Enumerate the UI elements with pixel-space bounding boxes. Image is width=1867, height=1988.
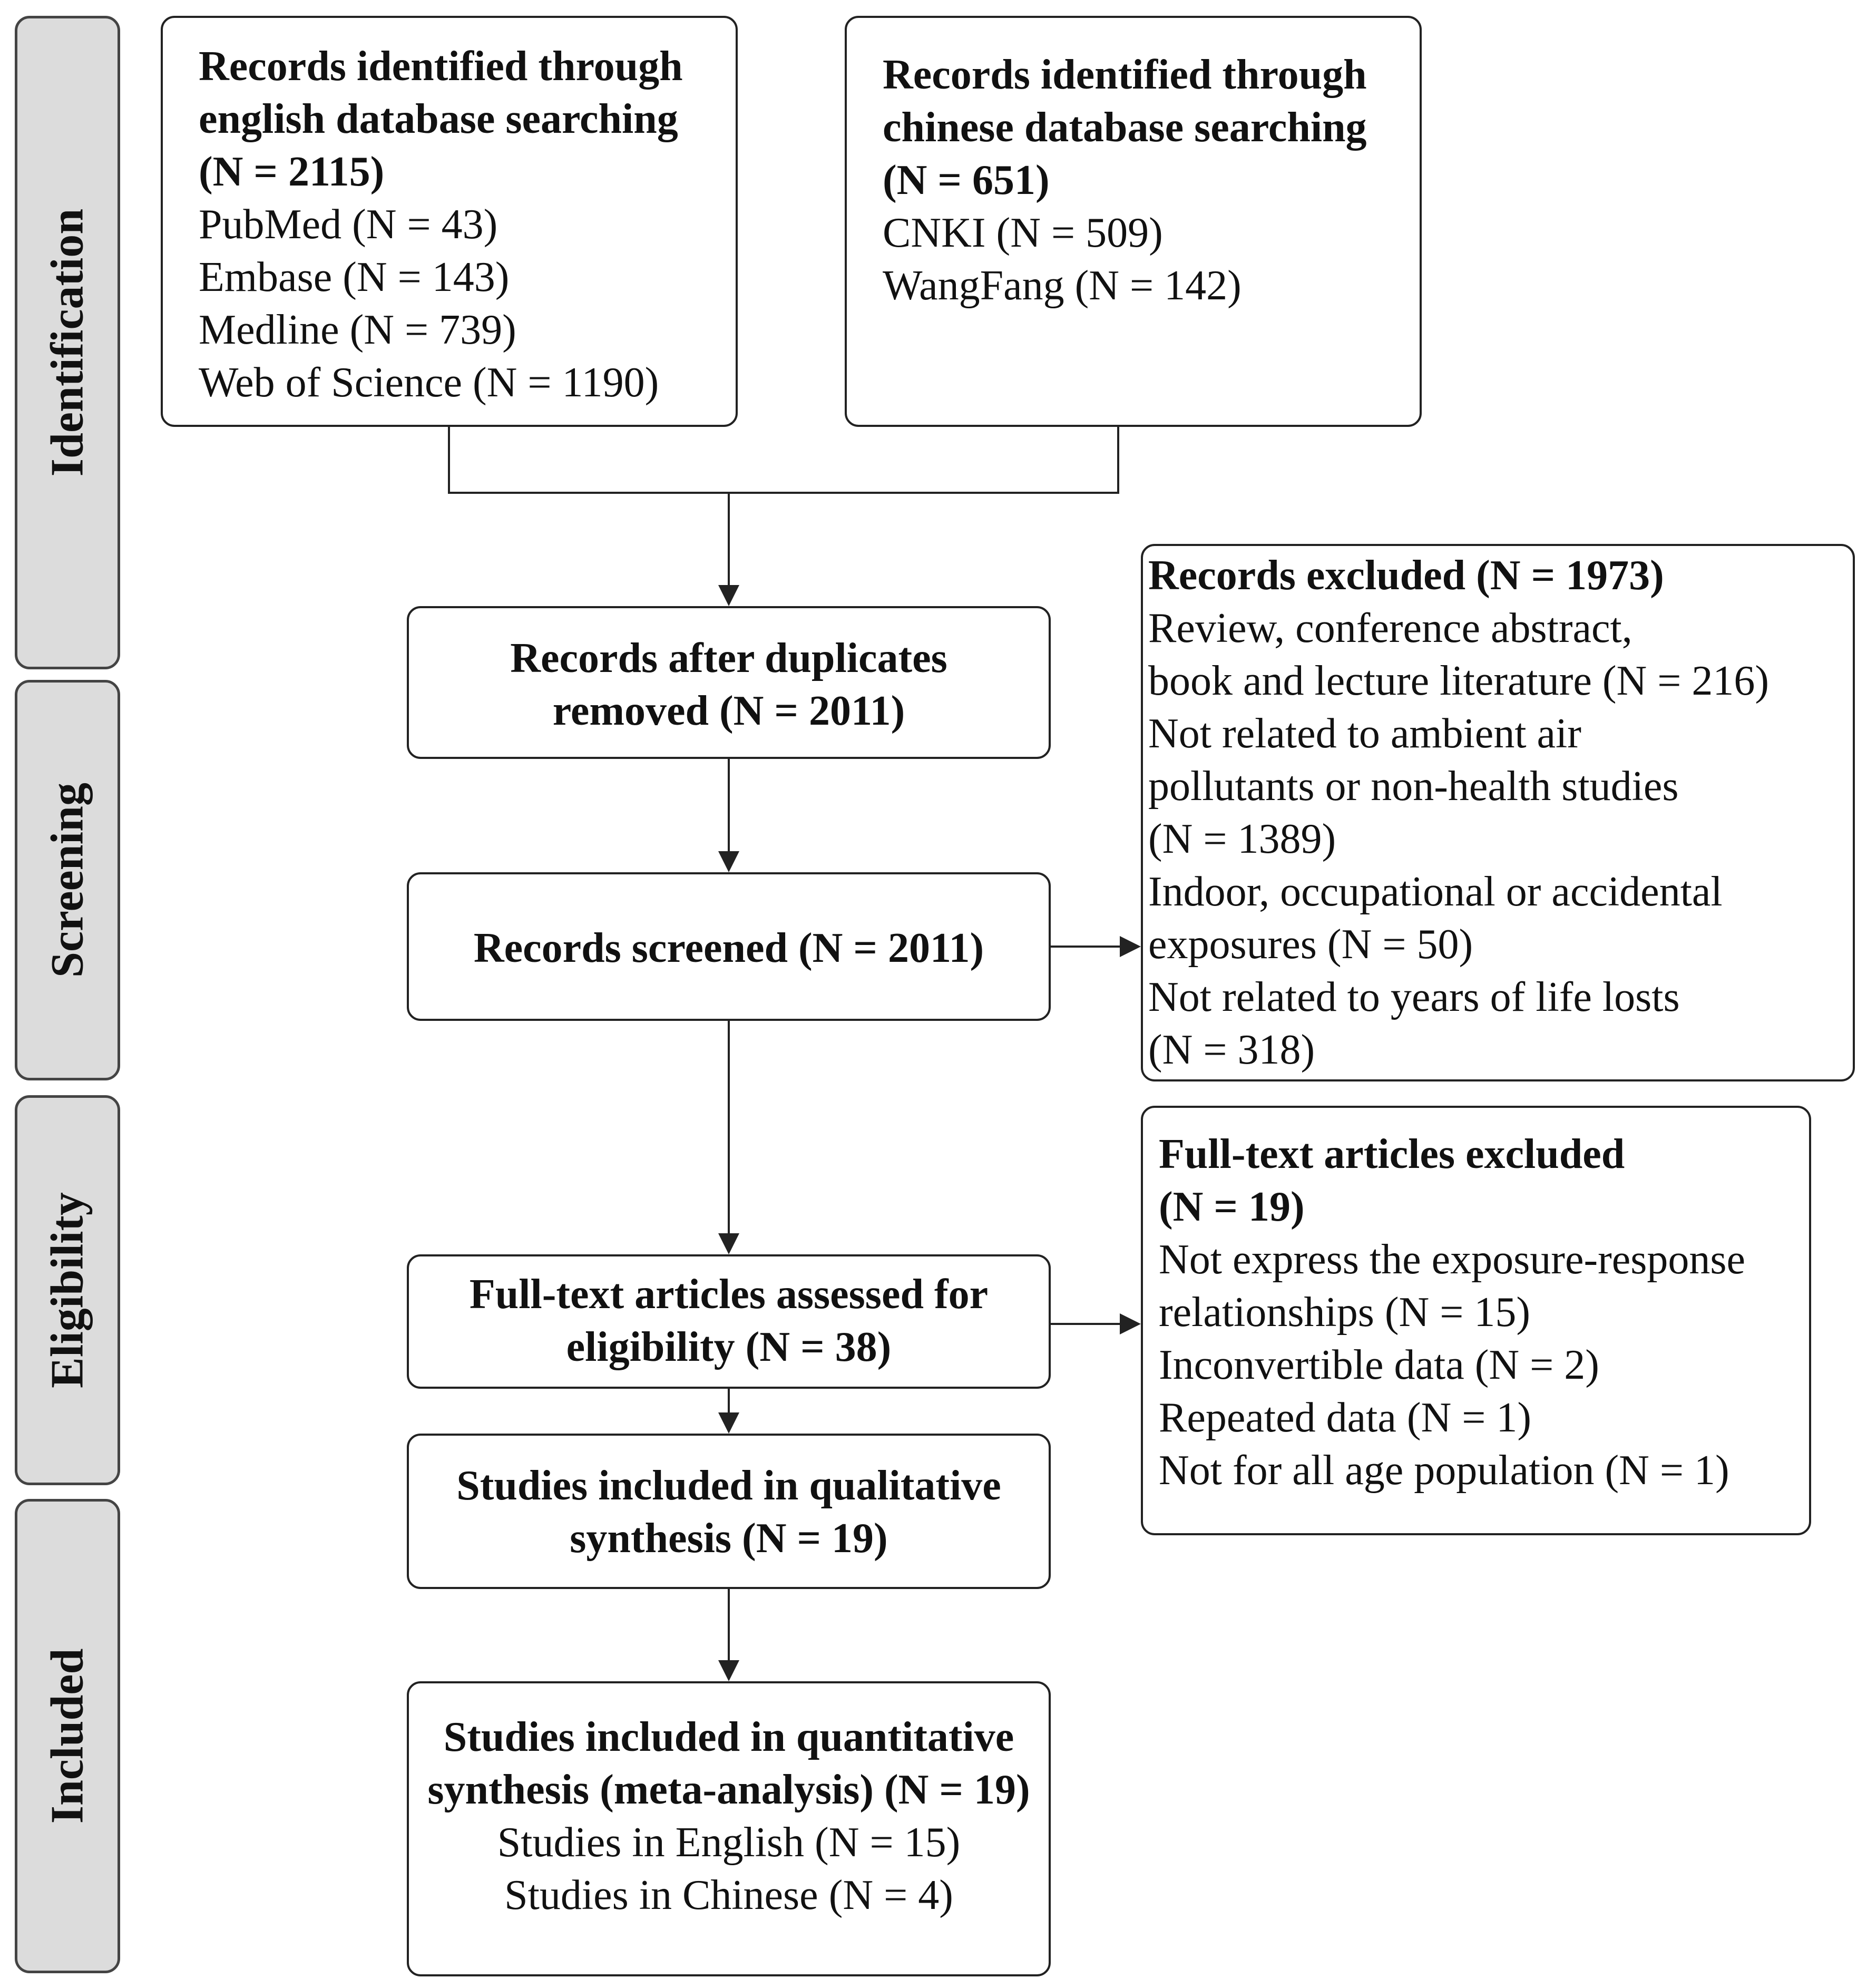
qualitative-line1: Studies included in qualitative	[456, 1463, 1001, 1509]
fulltext-assessed-box: Full-text articles assessed for eligibil…	[407, 1254, 1051, 1389]
merge-connector	[448, 427, 1119, 494]
chinese-db-total: (N = 651)	[883, 157, 1050, 203]
stage-included: Included	[15, 1499, 120, 1973]
fulltext-assessed-line1: Full-text articles assessed for	[469, 1271, 989, 1318]
stage-screening: Screening	[15, 680, 120, 1080]
chinese-db-source: WangFang (N = 142)	[883, 262, 1242, 309]
records-excluded-line: (N = 318)	[1148, 1027, 1315, 1073]
english-database-box: Records identified through english datab…	[161, 16, 738, 427]
records-excluded-line: pollutants or non-health studies	[1148, 763, 1679, 810]
fulltext-excluded-line: relationships (N = 15)	[1159, 1289, 1530, 1336]
records-excluded-line: Not related to ambient air	[1148, 710, 1581, 757]
records-excluded-box: Records excluded (N = 1973) Review, conf…	[1141, 544, 1855, 1081]
english-db-source: PubMed (N = 43)	[199, 201, 498, 248]
stage-eligibility: Eligibility	[15, 1095, 120, 1485]
chinese-database-box: Records identified through chinese datab…	[845, 16, 1422, 427]
fulltext-excluded-line: Not for all age population (N = 1)	[1159, 1447, 1729, 1494]
records-screened-label: Records screened (N = 2011)	[473, 925, 984, 971]
english-db-source: Web of Science (N = 1190)	[199, 359, 659, 406]
chinese-db-title-line2: chinese database searching	[883, 104, 1367, 151]
records-excluded-line: Not related to years of life losts	[1148, 974, 1680, 1020]
english-db-title-line2: english database searching	[199, 96, 678, 142]
records-excluded-title: Records excluded (N = 1973)	[1148, 552, 1664, 599]
records-excluded-line: Review, conference abstract,	[1148, 605, 1633, 651]
chinese-db-title-line1: Records identified through	[883, 52, 1367, 98]
records-excluded-line: Indoor, occupational or accidental	[1148, 869, 1723, 915]
fulltext-excluded-line: Not express the exposure-response	[1159, 1236, 1746, 1283]
duplicates-removed-line1: Records after duplicates	[510, 635, 947, 681]
qualitative-synthesis-box: Studies included in qualitative synthesi…	[407, 1434, 1051, 1589]
records-excluded-line: (N = 1389)	[1148, 816, 1336, 862]
records-excluded-line: book and lecture literature (N = 216)	[1148, 658, 1770, 704]
fulltext-excluded-line: Inconvertible data (N = 2)	[1159, 1342, 1599, 1388]
fulltext-assessed-line2: eligibility (N = 38)	[566, 1324, 892, 1370]
duplicates-removed-box: Records after duplicates removed (N = 20…	[407, 606, 1051, 759]
duplicates-removed-line2: removed (N = 2011)	[552, 688, 905, 734]
stage-identification: Identification	[15, 16, 120, 669]
english-db-title-line1: Records identified through	[199, 43, 683, 90]
english-db-total: (N = 2115)	[199, 149, 385, 195]
fulltext-excluded-line: Repeated data (N = 1)	[1159, 1395, 1532, 1441]
records-screened-box: Records screened (N = 2011)	[407, 872, 1051, 1021]
quantitative-line2: synthesis (meta-analysis) (N = 19)	[427, 1767, 1030, 1813]
english-db-source: Embase (N = 143)	[199, 254, 510, 300]
quantitative-line1: Studies included in quantitative	[443, 1714, 1014, 1760]
qualitative-line2: synthesis (N = 19)	[570, 1515, 888, 1562]
quantitative-synthesis-box: Studies included in quantitative synthes…	[407, 1681, 1051, 1976]
fulltext-excluded-title-line2: (N = 19)	[1159, 1184, 1305, 1230]
quantitative-sub-line: Studies in Chinese (N = 4)	[504, 1872, 953, 1918]
quantitative-sub-line: Studies in English (N = 15)	[497, 1819, 961, 1866]
chinese-db-source: CNKI (N = 509)	[883, 210, 1163, 256]
fulltext-excluded-box: Full-text articles excluded (N = 19) Not…	[1141, 1106, 1811, 1535]
fulltext-excluded-title-line1: Full-text articles excluded	[1159, 1131, 1625, 1177]
records-excluded-line: exposures (N = 50)	[1148, 921, 1473, 968]
english-db-source: Medline (N = 739)	[199, 307, 516, 353]
